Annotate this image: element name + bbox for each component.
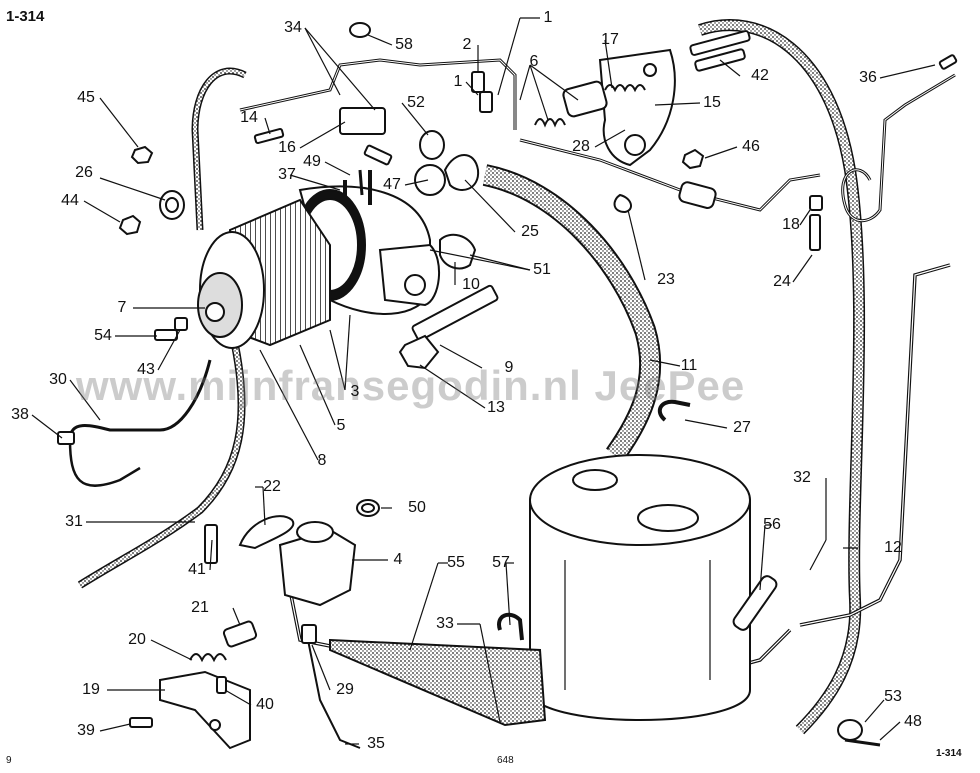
callout-43: 43 bbox=[137, 361, 155, 378]
callout-30: 30 bbox=[49, 371, 67, 388]
callout-19: 19 bbox=[82, 681, 100, 698]
callout-7: 7 bbox=[117, 299, 127, 316]
callout-12: 12 bbox=[884, 539, 902, 556]
callout-24: 24 bbox=[773, 273, 791, 290]
callout-1: 1 bbox=[453, 73, 463, 90]
callout-47: 47 bbox=[383, 176, 401, 193]
callout-25: 25 bbox=[521, 223, 539, 240]
callout-53: 53 bbox=[884, 688, 902, 705]
callout-11: 11 bbox=[680, 357, 698, 374]
callout-58: 58 bbox=[395, 36, 413, 53]
watermark: www.mijnfransegodin.nl JeePee bbox=[76, 362, 746, 409]
callout-2: 2 bbox=[462, 36, 472, 53]
callout-15: 15 bbox=[703, 94, 721, 111]
callout-20: 20 bbox=[128, 631, 146, 648]
callout-52: 52 bbox=[407, 94, 425, 111]
callout-31: 31 bbox=[65, 513, 83, 530]
callout-38: 38 bbox=[11, 406, 29, 423]
small-parts bbox=[57, 22, 958, 750]
callout-3: 3 bbox=[350, 383, 360, 400]
callout-41: 41 bbox=[188, 561, 206, 578]
callout-48: 48 bbox=[904, 713, 922, 730]
callout-8: 8 bbox=[317, 452, 327, 469]
callout-5: 5 bbox=[336, 417, 346, 434]
callout-21: 21 bbox=[191, 599, 209, 616]
callout-23: 23 bbox=[657, 271, 675, 288]
callout-4: 4 bbox=[393, 551, 403, 568]
callout-39: 39 bbox=[77, 722, 95, 739]
footer-left: 9 bbox=[6, 755, 12, 766]
callout-44: 44 bbox=[61, 192, 79, 209]
callout-36: 36 bbox=[859, 69, 877, 86]
callout-22: 22 bbox=[263, 478, 281, 495]
callout-49: 49 bbox=[303, 153, 321, 170]
callout-42: 42 bbox=[751, 67, 769, 84]
page-ref-top-left: 1-314 bbox=[6, 8, 45, 25]
callout-51: 51 bbox=[533, 261, 551, 278]
callout-33: 33 bbox=[436, 615, 454, 632]
footer-center: 648 bbox=[497, 755, 514, 766]
callout-13: 13 bbox=[487, 399, 505, 416]
callout-50: 50 bbox=[408, 499, 426, 516]
callout-18: 18 bbox=[782, 216, 800, 233]
callout-28: 28 bbox=[572, 138, 590, 155]
callout-57: 57 bbox=[492, 554, 510, 571]
callout-32: 32 bbox=[793, 469, 811, 486]
callout-26: 26 bbox=[75, 164, 93, 181]
callout-9: 9 bbox=[504, 359, 514, 376]
callout-1: 1 bbox=[543, 9, 553, 26]
callout-17: 17 bbox=[601, 31, 619, 48]
callout-14: 14 bbox=[240, 109, 258, 126]
callout-34: 34 bbox=[284, 19, 302, 36]
callout-27: 27 bbox=[733, 419, 751, 436]
callout-55: 55 bbox=[447, 554, 465, 571]
callout-29: 29 bbox=[336, 681, 354, 698]
callout-35: 35 bbox=[367, 735, 385, 752]
callout-46: 46 bbox=[742, 138, 760, 155]
callout-16: 16 bbox=[278, 139, 296, 156]
callout-54: 54 bbox=[94, 327, 112, 344]
page-ref-bottom-right: 1-314 bbox=[936, 748, 962, 759]
callout-10: 10 bbox=[462, 276, 480, 293]
leader-lines bbox=[31, 17, 936, 745]
pump-assembly bbox=[197, 170, 441, 349]
callout-40: 40 bbox=[256, 696, 274, 713]
callout-37: 37 bbox=[278, 166, 296, 183]
callout-6: 6 bbox=[529, 53, 539, 70]
callout-45: 45 bbox=[77, 89, 95, 106]
tank bbox=[329, 454, 751, 727]
callout-56: 56 bbox=[763, 516, 781, 533]
